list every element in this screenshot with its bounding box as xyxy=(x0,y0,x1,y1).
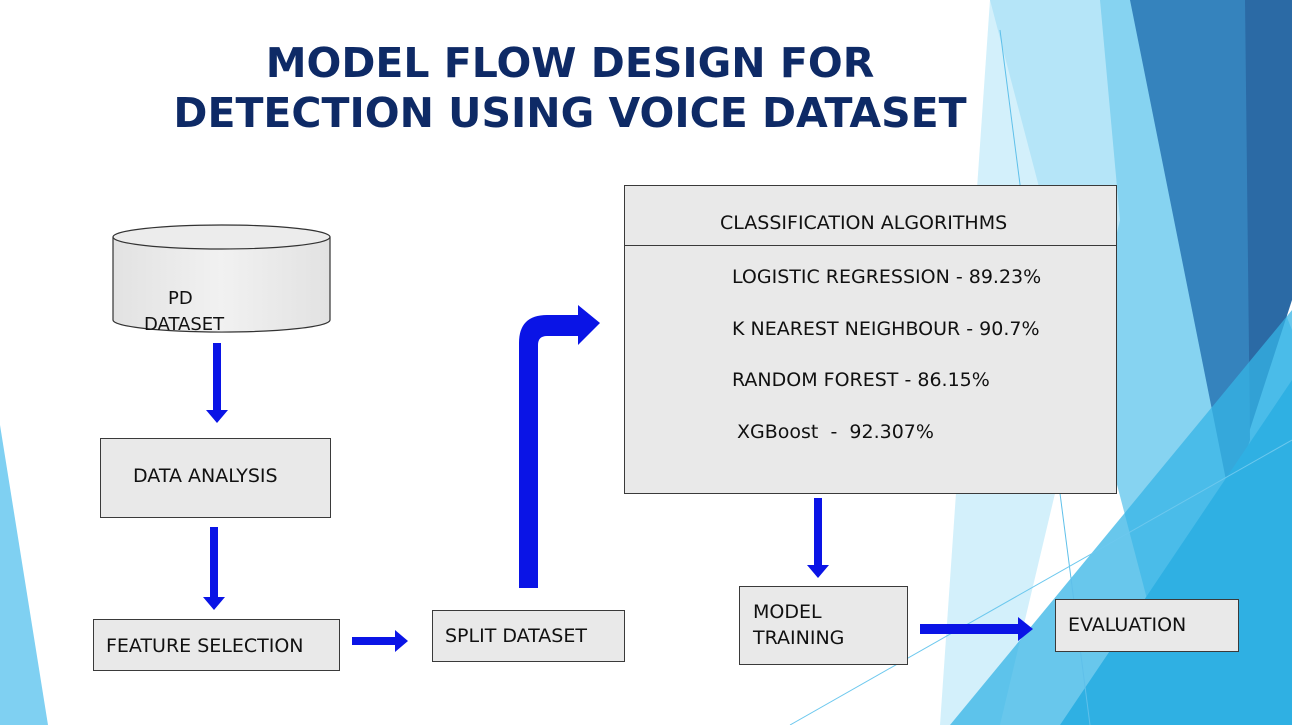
arrow-split-to-classification xyxy=(519,305,600,588)
algorithm-item: LOGISTIC REGRESSION - 89.23% xyxy=(732,266,1042,288)
arrow-classification-to-training xyxy=(807,498,829,578)
model-training-line-2: TRAINING xyxy=(753,627,845,649)
data-analysis-box: DATA ANALYSIS xyxy=(100,438,331,518)
feature-selection-label: FEATURE SELECTION xyxy=(106,635,304,657)
algorithm-item: RANDOM FOREST - 86.15% xyxy=(732,369,990,391)
pd-dataset-line-1: PD xyxy=(168,288,193,309)
algorithm-item: XGBoost - 92.307% xyxy=(737,421,934,443)
pd-dataset-line-2: DATASET xyxy=(144,314,225,335)
model-training-line-1: MODEL xyxy=(753,601,822,623)
split-dataset-label: SPLIT DATASET xyxy=(445,625,587,647)
title-line-2: DETECTION USING VOICE DATASET xyxy=(173,89,967,137)
classification-header: CLASSIFICATION ALGORITHMS xyxy=(720,212,1008,234)
arrow-analysis-to-feature xyxy=(203,527,225,610)
algorithm-item: K NEAREST NEIGHBOUR - 90.7% xyxy=(732,318,1040,340)
evaluation-label: EVALUATION xyxy=(1068,614,1187,636)
evaluation-box: EVALUATION xyxy=(1055,599,1239,652)
arrow-training-to-evaluation xyxy=(920,617,1033,641)
arrow-dataset-to-analysis xyxy=(206,343,228,423)
feature-selection-box: FEATURE SELECTION xyxy=(93,619,340,671)
split-dataset-box: SPLIT DATASET xyxy=(432,610,625,662)
slide-title: MODEL FLOW DESIGN FOR DETECTION USING VO… xyxy=(120,38,1020,138)
arrow-feature-to-split xyxy=(352,630,408,652)
arrow-group xyxy=(203,305,1033,652)
bg-dark-band-2 xyxy=(1130,0,1250,500)
title-line-1: MODEL FLOW DESIGN FOR xyxy=(265,39,875,87)
data-analysis-label: DATA ANALYSIS xyxy=(133,465,278,487)
model-training-box: MODEL TRAINING xyxy=(739,586,908,665)
classification-divider xyxy=(625,245,1116,246)
database-cylinder-icon xyxy=(112,224,331,333)
bg-left-sliver xyxy=(0,425,48,725)
classification-algorithms-box: CLASSIFICATION ALGORITHMS LOGISTIC REGRE… xyxy=(624,185,1117,494)
bg-thin-line-2 xyxy=(789,439,1292,725)
